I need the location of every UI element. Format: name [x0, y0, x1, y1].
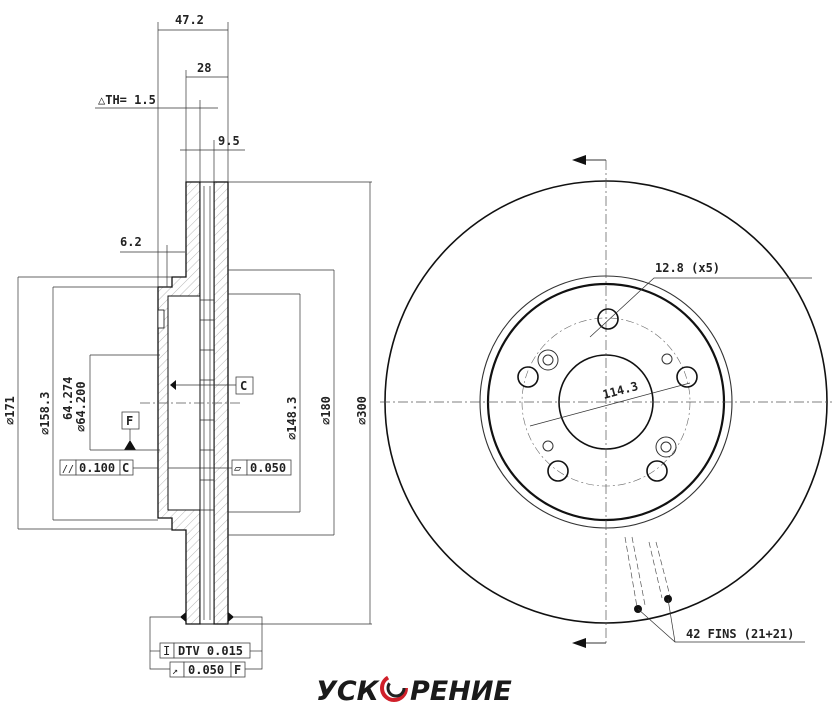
datum-f-box [121, 411, 140, 430]
parallelism-icon: // [62, 464, 74, 475]
flatness-frame: ▱ 0.050 [168, 459, 292, 476]
runout-datum: F [234, 663, 241, 677]
dim-dia-171: ⌀171 [3, 396, 17, 425]
runout-value: 0.050 [188, 663, 224, 677]
parallelism-frame: // 0.100 C [59, 459, 158, 476]
logo-text-right: РЕНИЕ [410, 676, 512, 707]
extension-lines [157, 22, 229, 287]
parallelism-datum: C [122, 461, 129, 475]
small-holes [537, 349, 677, 458]
logo: УСК РЕНИЕ [316, 674, 512, 707]
dim-bore-max: 64.274 [61, 377, 75, 420]
dim-bore-min: ⌀64.200 [74, 381, 88, 432]
dim-bolt-holes: 12.8 (x5) [655, 261, 720, 275]
dim-47-2: 47.2 [175, 13, 204, 27]
dim-delta-th: △TH= 1.5 [98, 93, 156, 107]
dim-9-5: 9.5 [218, 134, 240, 148]
parallelism-value: 0.100 [79, 461, 115, 475]
dtv-runout-frame: I DTV 0.015 ↗ 0.050 F [149, 612, 263, 678]
dtv-value: DTV 0.015 [178, 644, 243, 658]
datum-c-label: C [240, 379, 247, 393]
diameter-dimension-lines [17, 181, 372, 625]
datum-f-label: F [126, 414, 133, 428]
datum-f-triangle [124, 440, 136, 450]
datum-c-arrow [170, 380, 176, 390]
fins [624, 536, 671, 608]
fins-leader [667, 598, 676, 643]
section-arrow-bottom-icon [572, 638, 586, 648]
dim-dia-300: ⌀300 [355, 396, 369, 425]
dim-dia-180: ⌀180 [319, 396, 333, 425]
dim-dia-148-3: ⌀148.3 [285, 397, 299, 440]
dim-fins: 42 FINS (21+21) [686, 627, 794, 641]
pcd-dimension-line [529, 382, 691, 427]
datum-c-box [235, 376, 254, 395]
dim-dia-158-3: ⌀158.3 [38, 392, 52, 435]
dim-28: 28 [197, 61, 211, 75]
logo-swirl-icon [386, 678, 406, 698]
vane-ribs [200, 299, 214, 511]
dim-pcd: 114.3 [601, 379, 640, 402]
flatness-icon: ▱ [234, 461, 242, 475]
logo-swirl-icon [380, 674, 408, 702]
bolt-holes [517, 308, 698, 482]
section-arrow-top-icon [572, 155, 586, 165]
front-view: 12.8 (x5) 114.3 42 FINS (21+21) [380, 155, 832, 648]
dtv-icon: I [163, 644, 170, 658]
section-view: C F 47.2 28 △TH= 1.5 9.5 6.2 ⌀171 ⌀ [3, 13, 372, 678]
hat-slot [157, 309, 165, 329]
flatness-value: 0.050 [250, 461, 286, 475]
bolt-hole-leader [589, 277, 812, 338]
logo-text-left: УСК [316, 676, 381, 707]
runout-icon: ↗ [172, 666, 178, 677]
dim-6-2: 6.2 [120, 235, 142, 249]
